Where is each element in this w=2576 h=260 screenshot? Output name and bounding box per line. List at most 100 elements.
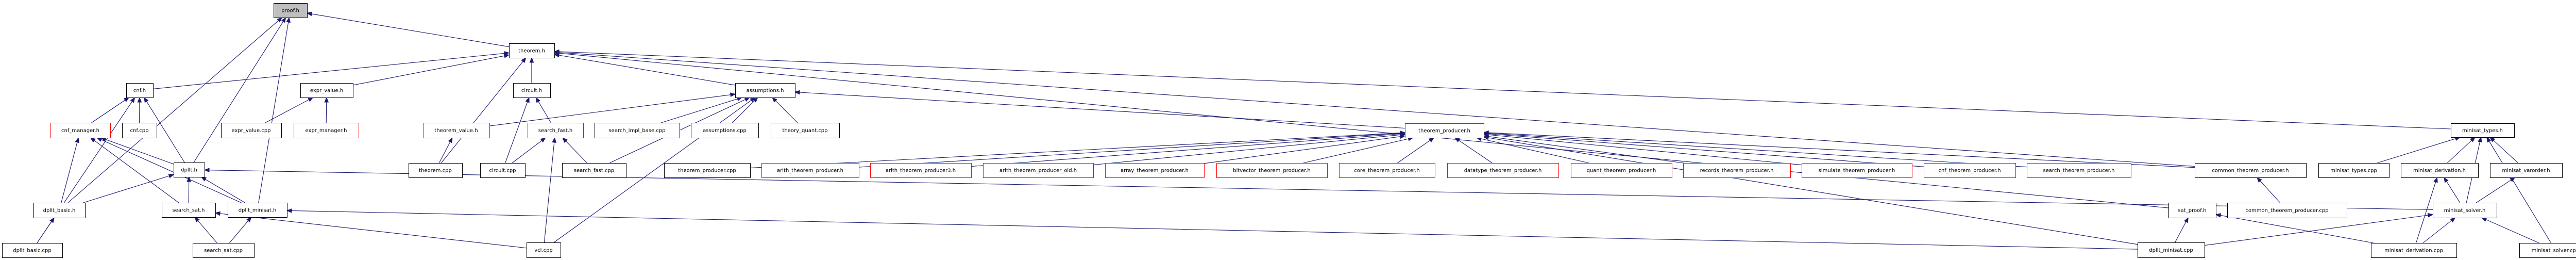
node-box[interactable]	[2168, 203, 2216, 218]
node-box[interactable]	[691, 123, 759, 138]
graph-node-search-tp-h[interactable]: search_theorem_producer.h	[2027, 163, 2131, 178]
graph-node-search-sat-cpp[interactable]: search_sat.cpp	[193, 243, 255, 258]
node-box[interactable]	[1339, 163, 1435, 178]
node-box[interactable]	[509, 43, 555, 58]
graph-node-dpllt-minisat-h[interactable]: dpllt_minisat.h	[228, 203, 287, 218]
graph-node-minisat-varorder-h[interactable]: minisat_varorder.h	[2490, 163, 2563, 178]
graph-node-circuit-cpp[interactable]: circuit.cpp	[480, 163, 526, 178]
node-box[interactable]	[595, 123, 680, 138]
node-box[interactable]	[174, 163, 205, 177]
graph-node-expr-manager-h[interactable]: expr_manager.h	[294, 123, 359, 138]
node-box[interactable]	[274, 3, 308, 18]
graph-node-theorem-h[interactable]: theorem.h	[509, 43, 555, 58]
node-box[interactable]	[294, 123, 359, 138]
graph-node-expr-value-cpp[interactable]: expr_value.cpp	[221, 123, 282, 138]
graph-node-records-tp-h[interactable]: records_theorem_producer.h	[1683, 163, 1791, 178]
graph-node-proof-h[interactable]: proof.h	[274, 3, 308, 18]
node-box[interactable]	[562, 163, 626, 178]
graph-node-common-tp-cpp[interactable]: common_theorem_producer.cpp	[2227, 203, 2347, 218]
node-box[interactable]	[1405, 123, 1484, 138]
node-box[interactable]	[1924, 163, 2016, 178]
node-box[interactable]	[983, 163, 1094, 178]
node-box[interactable]	[2401, 163, 2479, 178]
graph-node-expr-value-h[interactable]: expr_value.h	[300, 83, 353, 98]
graph-node-arith-tp3-h[interactable]: arith_theorem_producer3.h	[870, 163, 972, 178]
graph-node-assumptions-h[interactable]: assumptions.h	[735, 83, 795, 98]
graph-node-dpllt-minisat-cpp[interactable]: dpllt_minisat.cpp	[2138, 242, 2205, 258]
node-box[interactable]	[2195, 163, 2307, 178]
node-box[interactable]	[300, 83, 353, 98]
graph-node-cnf-h[interactable]: cnf.h	[126, 83, 154, 98]
node-box[interactable]	[33, 203, 86, 218]
graph-node-core-tp-h[interactable]: core_theorem_producer.h	[1339, 163, 1435, 178]
graph-node-common-tp-h[interactable]: common_theorem_producer.h	[2195, 163, 2307, 178]
node-box[interactable]	[870, 163, 972, 178]
node-box[interactable]	[513, 83, 551, 98]
node-box[interactable]	[1216, 163, 1328, 178]
graph-node-dpllt-h[interactable]: dpllt.h	[174, 163, 205, 177]
graph-node-vcl-cpp[interactable]: vcl.cpp	[527, 242, 561, 258]
graph-node-quant-tp-h[interactable]: quant_theorem_producer.h	[1571, 163, 1672, 178]
node-box[interactable]	[2371, 243, 2457, 258]
graph-node-minisat-derivation-cpp[interactable]: minisat_derivation.cpp	[2371, 243, 2457, 258]
graph-node-datatype-tp-h[interactable]: datatype_theorem_producer.h	[1447, 163, 1559, 178]
graph-node-theorem-value-h[interactable]: theorem_value.h	[423, 123, 490, 138]
graph-node-sat-proof-h[interactable]: sat_proof.h	[2168, 203, 2216, 218]
node-box[interactable]	[409, 163, 463, 178]
graph-node-theorem-producer-cpp[interactable]: theorem_producer.cpp	[664, 163, 751, 178]
node-box[interactable]	[1105, 163, 1205, 178]
graph-node-minisat-types-cpp[interactable]: minisat_types.cpp	[2318, 163, 2389, 178]
graph-node-theorem-producer-h[interactable]: theorem_producer.h	[1405, 123, 1484, 138]
node-box[interactable]	[162, 203, 216, 218]
graph-node-dpllt-basic-cpp[interactable]: dpllt_basic.cpp	[2, 243, 63, 258]
node-box[interactable]	[1802, 163, 1912, 178]
node-box[interactable]	[2, 243, 63, 258]
graph-node-search-fast-cpp[interactable]: search_fast.cpp	[562, 163, 626, 178]
node-box[interactable]	[761, 163, 859, 178]
node-box[interactable]	[528, 123, 584, 138]
node-box[interactable]	[2490, 163, 2563, 178]
graph-node-cnf-tp-h[interactable]: cnf_theorem_producer.h	[1924, 163, 2016, 178]
graph-node-theorem-cpp[interactable]: theorem.cpp	[409, 163, 463, 178]
graph-node-bitvector-tp-h[interactable]: bitvector_theorem_producer.h	[1216, 163, 1328, 178]
graph-node-search-impl-base-cpp[interactable]: search_impl_base.cpp	[595, 123, 680, 138]
graph-node-arith-tp-h[interactable]: arith_theorem_producer.h	[761, 163, 859, 178]
node-box[interactable]	[221, 123, 282, 138]
graph-node-theory-quant-cpp[interactable]: theory_quant.cpp	[771, 123, 840, 138]
node-box[interactable]	[664, 163, 751, 178]
node-box[interactable]	[1571, 163, 1672, 178]
graph-node-assumptions-cpp[interactable]: assumptions.cpp	[691, 123, 759, 138]
node-box[interactable]	[480, 163, 526, 178]
node-box[interactable]	[2519, 243, 2576, 258]
node-box[interactable]	[2227, 203, 2347, 218]
graph-node-cnf-cpp[interactable]: cnf.cpp	[122, 123, 157, 138]
graph-node-circuit-h[interactable]: circuit.h	[513, 83, 551, 98]
node-box[interactable]	[2433, 203, 2497, 218]
node-box[interactable]	[228, 203, 287, 218]
node-box[interactable]	[1447, 163, 1559, 178]
node-box[interactable]	[527, 242, 561, 258]
node-box[interactable]	[423, 123, 490, 138]
node-box[interactable]	[2318, 163, 2389, 178]
graph-node-simulate-tp-h[interactable]: simulate_theorem_producer.h	[1802, 163, 1912, 178]
node-box[interactable]	[50, 123, 111, 138]
node-box[interactable]	[193, 243, 255, 258]
node-box[interactable]	[2027, 163, 2131, 178]
node-box[interactable]	[126, 83, 154, 98]
node-box[interactable]	[1683, 163, 1791, 178]
graph-node-dpllt-basic-h[interactable]: dpllt_basic.h	[33, 203, 86, 218]
graph-node-array-tp-h[interactable]: array_theorem_producer.h	[1105, 163, 1205, 178]
graph-node-cnf-manager-h[interactable]: cnf_manager.h	[50, 123, 111, 138]
graph-node-minisat-solver-h[interactable]: minisat_solver.h	[2433, 203, 2497, 218]
node-box[interactable]	[735, 83, 795, 98]
graph-node-search-sat-h[interactable]: search_sat.h	[162, 203, 216, 218]
node-box[interactable]	[771, 123, 840, 138]
graph-node-arith-tp-old-h[interactable]: arith_theorem_producer_old.h	[983, 163, 1094, 178]
graph-node-minisat-derivation-h[interactable]: minisat_derivation.h	[2401, 163, 2479, 178]
graph-node-minisat-types-h[interactable]: minisat_types.h	[2451, 123, 2515, 138]
node-box[interactable]	[2451, 123, 2515, 138]
graph-node-minisat-solver-cpp[interactable]: minisat_solver.cpp	[2519, 243, 2576, 258]
node-box[interactable]	[2138, 242, 2205, 258]
graph-node-search-fast-h[interactable]: search_fast.h	[528, 123, 584, 138]
node-box[interactable]	[122, 123, 157, 138]
